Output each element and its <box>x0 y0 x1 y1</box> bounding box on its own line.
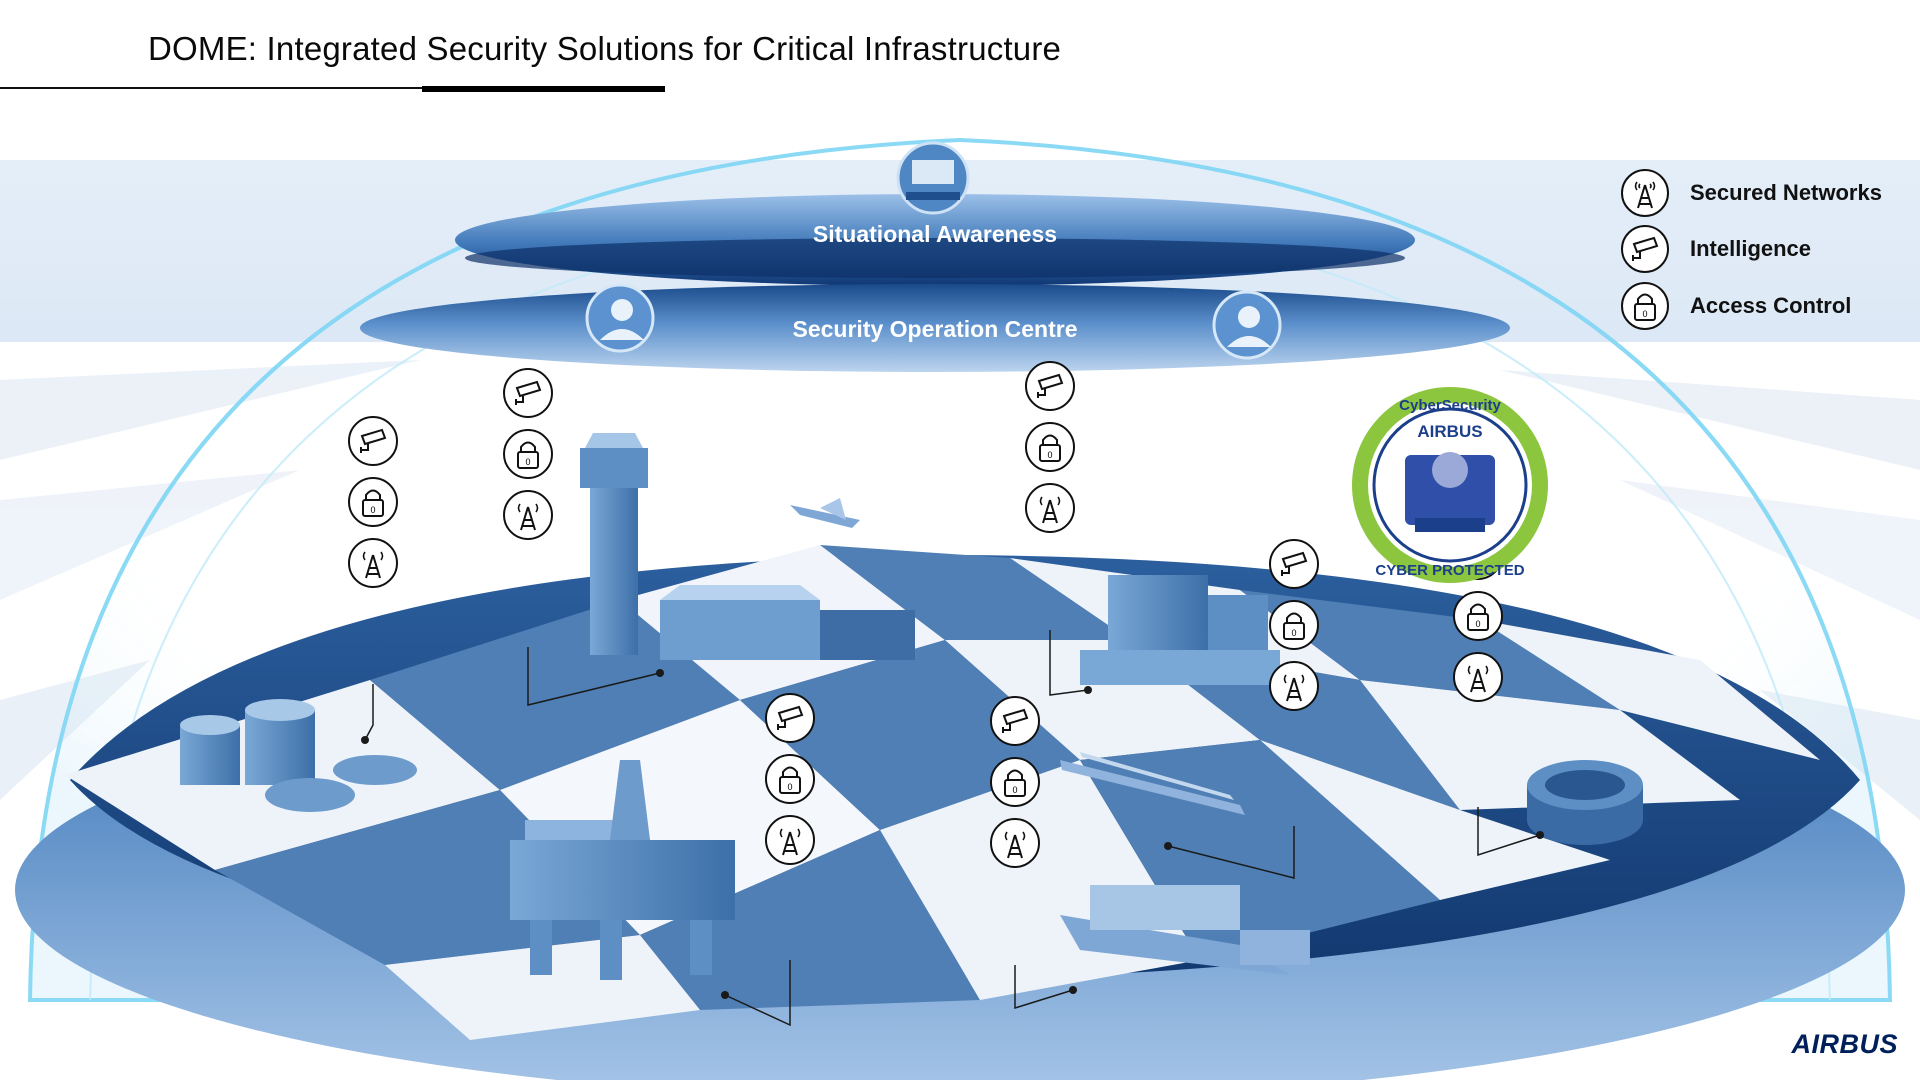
antenna-tower-icon <box>1269 661 1319 711</box>
padlock-icon: 0 <box>1025 422 1075 472</box>
sensor-stack: 0 <box>765 693 815 865</box>
padlock-icon: 0 <box>990 757 1040 807</box>
airport-terminal <box>660 585 915 660</box>
disc-shadow <box>465 238 1405 278</box>
legend-item-access-control: 0 Access Control <box>1620 280 1851 332</box>
legend-label: Intelligence <box>1690 236 1812 261</box>
svg-text:0: 0 <box>1642 309 1647 319</box>
sensor-stack: 0 <box>348 416 398 588</box>
legend-label: Access Control <box>1690 293 1852 318</box>
page-title: DOME: Integrated Security Solutions for … <box>148 30 1062 67</box>
cctv-camera-icon <box>1621 225 1669 273</box>
cctv-camera-icon <box>1269 539 1319 589</box>
train <box>1060 752 1245 815</box>
operator-right-avatar <box>1212 290 1282 360</box>
svg-text:CyberSecurity: CyberSecurity <box>1399 397 1501 414</box>
sensor-stack: 0 <box>503 368 553 540</box>
padlock-icon: 0 <box>503 429 553 479</box>
control-tower <box>580 433 648 655</box>
svg-text:0: 0 <box>1475 619 1480 629</box>
cctv-camera-icon <box>765 693 815 743</box>
svg-text:0: 0 <box>525 457 530 467</box>
antenna-tower-icon <box>503 490 553 540</box>
cyber-protected-badge: AIRBUS CyberSecurity CYBER PROTECTED <box>1352 387 1548 583</box>
antenna-tower-icon <box>1621 169 1669 217</box>
svg-text:AIRBUS: AIRBUS <box>1417 422 1482 441</box>
svg-text:0: 0 <box>1291 628 1296 638</box>
legend-item-intelligence: Intelligence <box>1620 223 1811 275</box>
padlock-icon: 0 <box>1269 600 1319 650</box>
sensor-icon-stacks: 0 0 0 0 0 0 0 <box>348 361 1503 868</box>
airplane <box>790 498 860 528</box>
situational-awareness-label: Situational Awareness <box>812 221 1058 247</box>
sensor-stack: 0 <box>1025 361 1075 533</box>
antenna-tower-icon <box>1453 652 1503 702</box>
cargo-ship <box>1060 885 1310 975</box>
airbus-logo: AIRBUS <box>1791 1029 1898 1059</box>
knight-icon <box>1405 455 1495 525</box>
oil-platform <box>510 760 735 980</box>
connector-dots <box>361 669 1544 999</box>
water-treatment-plant <box>180 699 417 812</box>
cctv-camera-icon <box>990 696 1040 746</box>
padlock-icon: 0 <box>1453 591 1503 641</box>
control-room-avatar <box>896 141 970 215</box>
sensor-stack: 0 <box>990 696 1040 868</box>
legend-label: Secured Networks <box>1690 180 1882 205</box>
title-underline <box>0 87 665 89</box>
title-accent-bar <box>422 86 665 92</box>
stadium <box>1527 760 1643 845</box>
svg-text:0: 0 <box>1047 450 1052 460</box>
svg-text:0: 0 <box>1012 785 1017 795</box>
padlock-icon: 0 <box>765 754 815 804</box>
svg-text:0: 0 <box>787 782 792 792</box>
operator-left-avatar <box>585 283 655 353</box>
connector-lines <box>364 630 1541 1027</box>
sensor-stack: 0 <box>1269 539 1319 711</box>
cctv-camera-icon <box>348 416 398 466</box>
svg-text:0: 0 <box>370 505 375 515</box>
antenna-tower-icon <box>348 538 398 588</box>
legend-item-secured-networks: Secured Networks <box>1620 167 1882 219</box>
security-operation-centre-label: Security Operation Centre <box>792 316 1078 342</box>
padlock-icon: 0 <box>348 477 398 527</box>
antenna-tower-icon <box>990 818 1040 868</box>
antenna-tower-icon <box>765 815 815 865</box>
cctv-camera-icon <box>1025 361 1075 411</box>
svg-text:CYBER PROTECTED: CYBER PROTECTED <box>1375 562 1524 579</box>
office-complex <box>1080 575 1280 685</box>
cctv-camera-icon <box>503 368 553 418</box>
padlock-icon: 0 <box>1621 282 1669 330</box>
antenna-tower-icon <box>1025 483 1075 533</box>
